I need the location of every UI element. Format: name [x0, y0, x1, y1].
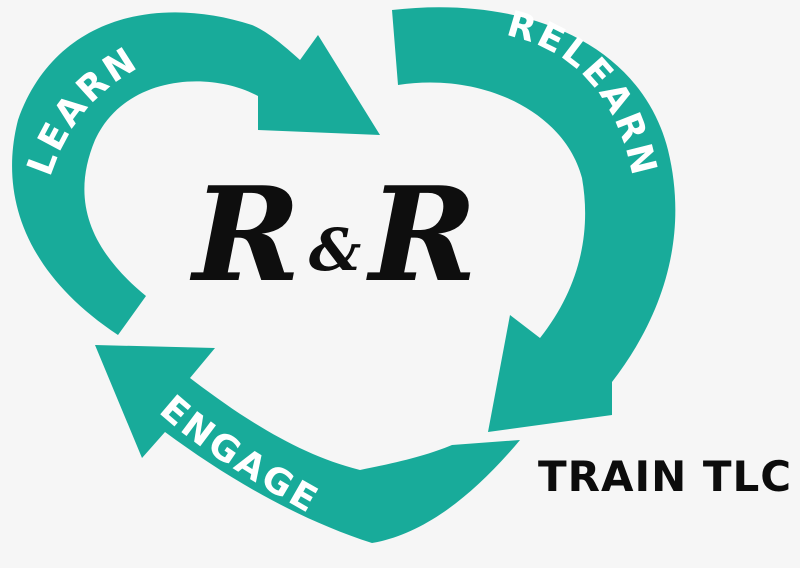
- relearn-arrow-icon: [392, 7, 676, 432]
- brand-tagline: TRAIN TLC: [538, 452, 793, 501]
- engage-arrow-icon: [95, 345, 520, 543]
- monogram-right-letter: R: [369, 158, 478, 311]
- learn-arrow-icon: [12, 12, 380, 335]
- brand-monogram: R & R: [170, 150, 500, 320]
- monogram-left-letter: R: [192, 158, 301, 311]
- monogram-ampersand: &: [308, 216, 362, 284]
